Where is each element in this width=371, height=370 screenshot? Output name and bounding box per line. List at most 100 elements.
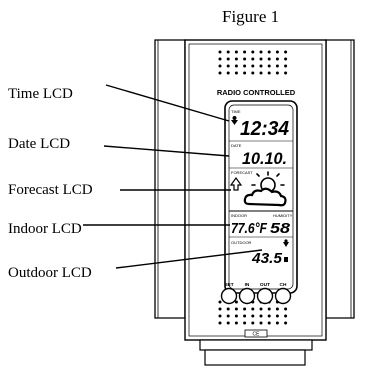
callout-indoor-lcd: Indoor LCD <box>8 221 82 237</box>
grille-dot <box>218 64 222 68</box>
time-lcd-value: 12:34 <box>240 118 289 140</box>
button-label: SET <box>224 282 233 288</box>
grille-dot <box>251 57 255 61</box>
speaker-grille-top <box>218 50 288 75</box>
button-label: CH <box>280 282 287 288</box>
button-cap[interactable] <box>256 287 274 305</box>
grille-dot <box>234 321 238 325</box>
button-label: OUT <box>260 282 270 288</box>
grille-dot <box>284 307 288 311</box>
radio-controlled-label: RADIO CONTROLLED <box>217 88 296 97</box>
grille-dot <box>218 307 222 311</box>
date-lcd-value: 10.10. <box>242 149 287 168</box>
grille-dot <box>243 57 247 61</box>
grille-dot <box>275 321 279 325</box>
grille-dot <box>218 57 222 61</box>
sun-cloud-icon <box>243 171 287 207</box>
grille-dot <box>226 57 230 61</box>
left-side-panel <box>154 39 186 319</box>
grille-dot <box>226 314 230 318</box>
outdoor-unit-mark <box>284 257 288 262</box>
leader-line-outdoor <box>115 249 263 269</box>
grille-dot <box>259 321 263 325</box>
grille-dot <box>226 64 230 68</box>
grille-dot <box>218 71 222 75</box>
leader-line-time <box>105 84 230 122</box>
grille-dot <box>251 307 255 311</box>
grille-dot <box>243 64 247 68</box>
ce-badge <box>244 329 268 338</box>
grille-dot <box>251 64 255 68</box>
grille-dot <box>226 71 230 75</box>
grille-dot <box>284 314 288 318</box>
grille-dot <box>226 321 230 325</box>
grille-dot <box>234 50 238 54</box>
pressure-arrow-icon <box>229 176 243 191</box>
grille-dot <box>267 57 271 61</box>
humidity-caption: HUMIDITY <box>273 213 293 218</box>
figure-title: Figure 1 <box>222 7 279 26</box>
grille-dot <box>275 50 279 54</box>
button-cap[interactable] <box>238 287 256 305</box>
forecast-caption: FORECAST <box>231 170 253 175</box>
time-caption: TIME <box>231 109 241 114</box>
grille-dot <box>226 50 230 54</box>
grille-dot <box>251 321 255 325</box>
grille-dot <box>259 50 263 54</box>
grille-dot <box>267 50 271 54</box>
button-cap[interactable] <box>220 287 238 305</box>
grille-dot <box>234 314 238 318</box>
grille-dot <box>243 314 247 318</box>
grille-dot <box>259 307 263 311</box>
grille-dot <box>218 321 222 325</box>
grille-dot <box>251 314 255 318</box>
grille-dot <box>284 50 288 54</box>
button-label: IN <box>245 282 250 288</box>
outdoor-temperature: 43.5 <box>251 250 283 267</box>
callout-date-lcd: Date LCD <box>8 136 70 152</box>
grille-dot <box>251 71 255 75</box>
grille-dot <box>284 321 288 325</box>
grille-dot <box>243 50 247 54</box>
grille-dot <box>218 314 222 318</box>
base-foot <box>204 349 306 366</box>
grille-dot <box>267 314 271 318</box>
callouts: Time LCD Date LCD Forecast LCD Indoor LC… <box>8 84 263 281</box>
grille-dot <box>284 57 288 61</box>
grille-dot <box>284 64 288 68</box>
ce-badge-label: CE <box>253 332 261 338</box>
button-in[interactable]: IN <box>238 282 256 305</box>
grille-dot <box>267 71 271 75</box>
button-out[interactable]: OUT <box>256 282 274 305</box>
grille-dot <box>243 71 247 75</box>
grille-dot <box>234 64 238 68</box>
callout-forecast-lcd: Forecast LCD <box>8 182 93 198</box>
grille-dot <box>275 57 279 61</box>
grille-dot <box>234 71 238 75</box>
indoor-temperature: 77.6°F <box>231 220 268 237</box>
grille-dot <box>275 314 279 318</box>
grille-dot <box>267 321 271 325</box>
grille-dot <box>243 321 247 325</box>
date-caption: DATE <box>231 143 242 148</box>
grille-dot <box>275 307 279 311</box>
grille-dot <box>275 64 279 68</box>
grille-dot <box>218 50 222 54</box>
grille-dot <box>259 64 263 68</box>
callout-time-lcd: Time LCD <box>8 86 73 102</box>
callout-outdoor-lcd: Outdoor LCD <box>8 265 92 281</box>
grille-dot <box>267 64 271 68</box>
grille-dot <box>259 57 263 61</box>
grille-dot <box>284 71 288 75</box>
grille-dot <box>267 307 271 311</box>
button-set[interactable]: SET <box>220 282 238 305</box>
grille-dot <box>226 307 230 311</box>
button-cap[interactable] <box>274 287 292 305</box>
indoor-humidity: 58 <box>270 220 291 237</box>
button-ch[interactable]: CH <box>274 282 292 305</box>
right-side-panel <box>325 39 355 319</box>
sensor-signal-icon <box>283 239 289 247</box>
grille-dot <box>218 300 222 304</box>
leader-line-date <box>103 145 230 157</box>
